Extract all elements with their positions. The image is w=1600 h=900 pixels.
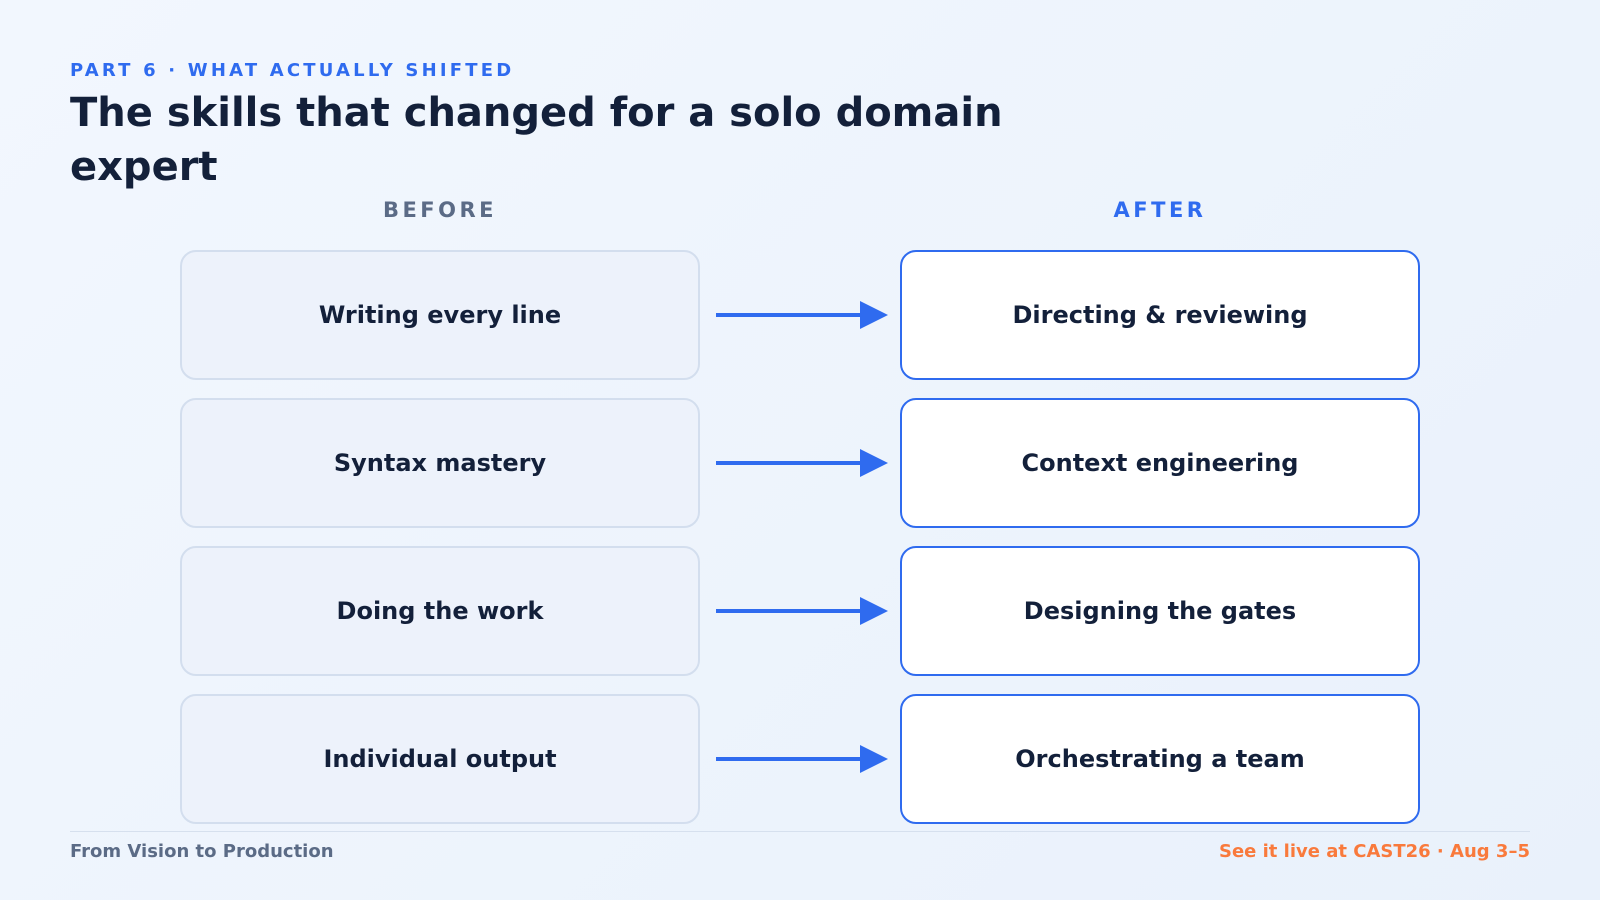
footer-title: From Vision to Production [70, 841, 334, 862]
after-card: Directing & reviewing [900, 250, 1420, 380]
before-card: Individual output [180, 694, 700, 824]
footer-divider [70, 831, 1530, 832]
before-card: Syntax mastery [180, 398, 700, 528]
after-card: Context engineering [900, 398, 1420, 528]
before-card: Doing the work [180, 546, 700, 676]
before-card: Writing every line [180, 250, 700, 380]
before-column-label: BEFORE [382, 198, 498, 222]
arrow-right-icon [716, 597, 888, 625]
section-eyebrow: PART 6 · WHAT ACTUALLY SHIFTED [70, 60, 515, 81]
after-column-label: AFTER [1113, 198, 1207, 222]
after-card: Designing the gates [900, 546, 1420, 676]
arrow-right-icon [716, 745, 888, 773]
arrow-right-icon [716, 301, 888, 329]
after-card: Orchestrating a team [900, 694, 1420, 824]
arrow-right-icon [716, 449, 888, 477]
footer-event-link: See it live at CAST26 · Aug 3–5 [1218, 841, 1530, 862]
slide-title: The skills that changed for a solo domai… [70, 90, 1003, 190]
